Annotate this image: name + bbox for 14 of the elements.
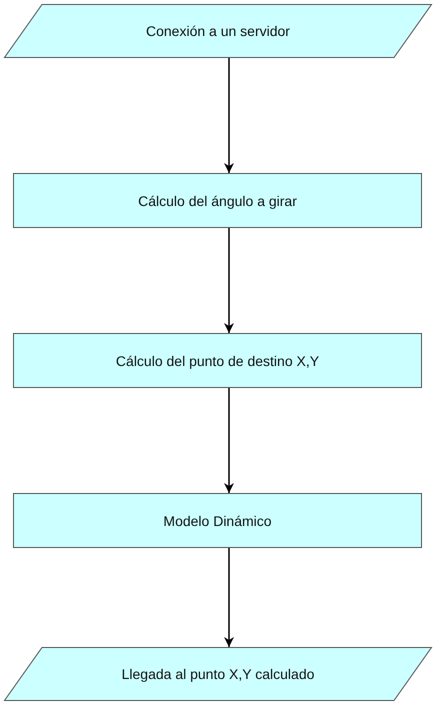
process-box bbox=[13, 173, 422, 228]
input-output-parallelogram bbox=[4, 647, 432, 701]
node-label: Cálculo del ángulo a girar bbox=[138, 192, 297, 208]
arrow bbox=[224, 388, 234, 493]
node-label: Cálculo del punto de destino X,Y bbox=[116, 352, 320, 368]
arrow bbox=[224, 228, 234, 333]
node-label: Modelo Dinámico bbox=[163, 512, 272, 528]
process-box bbox=[13, 493, 422, 548]
node-label: Conexión a un servidor bbox=[146, 23, 290, 39]
arrow bbox=[224, 548, 234, 647]
process-box bbox=[13, 333, 422, 388]
input-output-parallelogram bbox=[4, 4, 432, 58]
arrow bbox=[224, 58, 234, 173]
node-label: Llegada al punto X,Y calculado bbox=[122, 666, 314, 682]
